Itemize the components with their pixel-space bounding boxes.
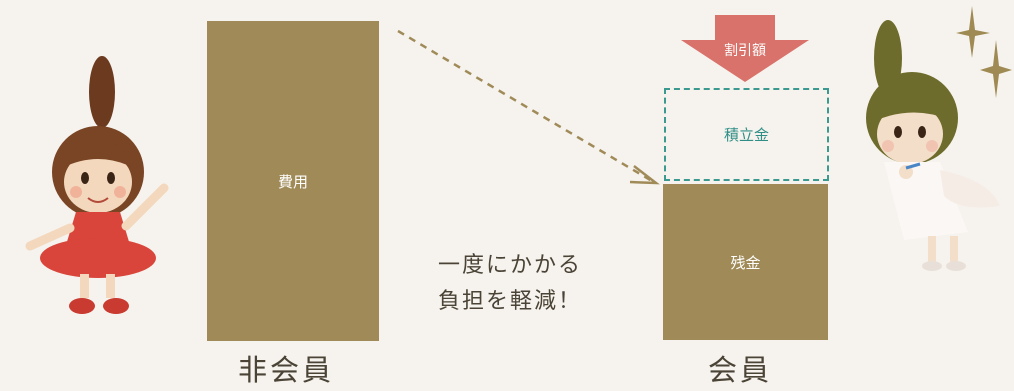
- discount-arrow-icon: [681, 15, 809, 82]
- nonmember-cost-label: 費用: [277, 172, 308, 191]
- member-savings-label: 積立金: [723, 126, 769, 144]
- discount-label: 割引額: [724, 43, 766, 59]
- girl-character-green-icon: [866, 20, 1000, 271]
- girl-character-red-icon: [25, 56, 169, 314]
- benefit-message-line2: 負担を軽減！: [438, 289, 583, 314]
- member-caption: 会員: [708, 353, 773, 387]
- benefit-message-line1: 一度にかかる: [438, 253, 583, 278]
- benefit-message: 一度にかかる 負担を軽減！: [438, 248, 628, 320]
- comparison-arrow: [397, 29, 660, 185]
- member-balance-label: 残金: [730, 253, 761, 272]
- sparkle-icon: [956, 6, 1012, 98]
- nonmember-caption: 非会員: [238, 353, 335, 387]
- member-balance-bar: 残金: [663, 184, 828, 340]
- nonmember-cost-bar: 費用: [207, 21, 379, 341]
- member-savings-box: 積立金: [664, 88, 829, 181]
